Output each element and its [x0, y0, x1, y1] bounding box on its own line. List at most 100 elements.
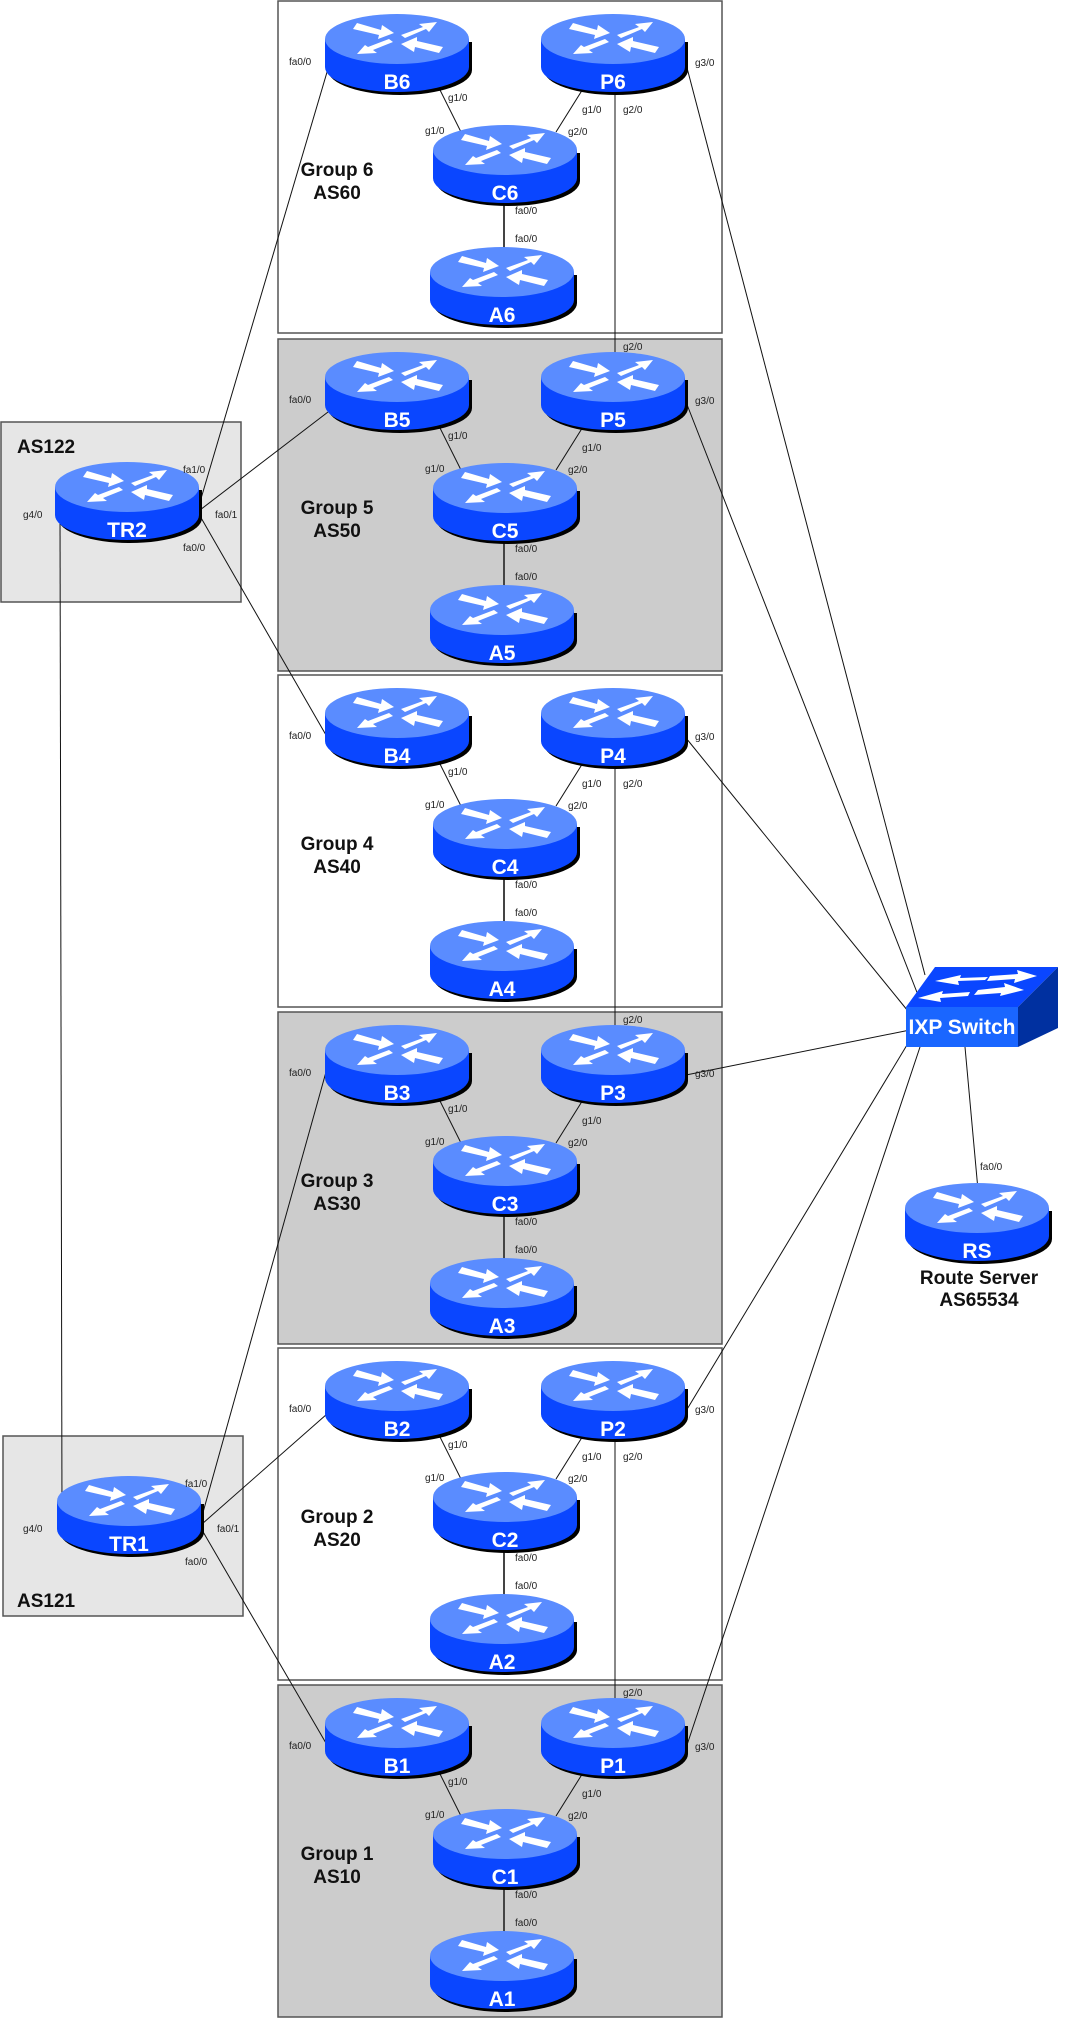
router-label: C2 [492, 1529, 519, 1552]
link-p-c [555, 1094, 587, 1144]
switch-label: IXP Switch [909, 1016, 1016, 1039]
interface-label: g2/0 [623, 1452, 643, 1463]
interface-label: g2/0 [568, 127, 588, 138]
router-label: B6 [384, 71, 411, 94]
router-arrows-icon [569, 360, 659, 392]
link-transit-b [201, 1071, 327, 1517]
router-label: TR2 [107, 519, 147, 542]
interface-label: g2/0 [623, 1688, 643, 1699]
router-top [325, 688, 469, 738]
group-title: Group 1 [301, 1844, 374, 1865]
router-top [905, 1183, 1049, 1233]
router-label: P3 [600, 1082, 626, 1105]
router-a[interactable]: A1 [430, 1931, 577, 2012]
router-c[interactable]: C2 [433, 1472, 580, 1553]
router-arrows-icon [933, 1191, 1023, 1223]
router-label: A3 [489, 1315, 516, 1338]
router-label: C6 [492, 182, 519, 205]
router-top [430, 1594, 574, 1644]
router-label: A2 [489, 1651, 516, 1674]
interface-label: fa0/0 [515, 572, 538, 583]
router-transit[interactable]: TR2 [55, 462, 202, 543]
router-p[interactable]: P4 [541, 688, 688, 769]
router-label: RS [962, 1240, 991, 1263]
router-top [55, 462, 199, 512]
group-as-number: AS30 [313, 1194, 361, 1215]
link-p-c [555, 1430, 587, 1480]
router-label: C4 [492, 856, 519, 879]
router-top [433, 799, 577, 849]
interface-label: g1/0 [582, 105, 602, 116]
router-c[interactable]: C3 [433, 1136, 580, 1217]
router-p[interactable]: P2 [541, 1361, 688, 1442]
router-a[interactable]: A6 [430, 247, 577, 328]
router-top [433, 463, 577, 513]
router-arrows-icon [461, 1480, 551, 1512]
router-label: B1 [384, 1755, 411, 1778]
switch-side [1018, 967, 1058, 1047]
links [59, 61, 979, 1936]
router-label: P2 [600, 1418, 626, 1441]
link-b-c [436, 1430, 462, 1480]
router-top [430, 1931, 574, 1981]
interface-label: fa0/0 [515, 1553, 538, 1564]
interface-label: g4/0 [23, 510, 43, 521]
interface-label: g1/0 [448, 93, 468, 104]
group-as-number: AS40 [313, 857, 361, 878]
interface-label: g3/0 [695, 1742, 715, 1753]
group-as-number: AS20 [313, 1530, 361, 1551]
ixp-switch[interactable]: IXP Switch [906, 967, 1058, 1047]
link-p-ixp [685, 1046, 921, 1749]
router-label: C3 [492, 1193, 519, 1216]
link-p-c [555, 757, 587, 807]
router-p[interactable]: P1 [541, 1698, 688, 1779]
route-server-as-number: AS65534 [939, 1290, 1019, 1311]
router-arrows-icon [353, 1706, 443, 1738]
group-as-number: AS10 [313, 1867, 361, 1888]
router-transit[interactable]: TR1 [57, 1476, 204, 1557]
interface-label: g1/0 [448, 767, 468, 778]
interface-label: fa0/0 [515, 1217, 538, 1228]
router-a[interactable]: A2 [430, 1594, 577, 1675]
group-as-number: AS50 [313, 521, 361, 542]
router-a[interactable]: A4 [430, 921, 577, 1002]
group-title: Group 3 [301, 1171, 374, 1192]
link-b-c [436, 1767, 462, 1817]
router-p[interactable]: P5 [541, 352, 688, 433]
router-b[interactable]: B2 [325, 1361, 472, 1442]
link-transit-b [201, 1529, 331, 1751]
router-route-server[interactable]: RS [905, 1183, 1052, 1264]
router-top [541, 1025, 685, 1075]
router-b[interactable]: B6 [325, 14, 472, 95]
interface-label: fa0/0 [185, 1557, 208, 1568]
router-b[interactable]: B4 [325, 688, 472, 769]
router-b[interactable]: B5 [325, 352, 472, 433]
interface-label: fa0/0 [289, 1068, 312, 1079]
router-p[interactable]: P6 [541, 14, 688, 95]
interface-label: g1/0 [448, 1440, 468, 1451]
router-c[interactable]: C4 [433, 799, 580, 880]
router-top [325, 14, 469, 64]
router-label: A4 [489, 978, 516, 1001]
interface-label: g2/0 [568, 1811, 588, 1822]
router-arrows-icon [353, 1369, 443, 1401]
interface-label: fa0/0 [515, 206, 538, 217]
router-a[interactable]: A3 [430, 1258, 577, 1339]
router-a[interactable]: A5 [430, 585, 577, 666]
router-b[interactable]: B3 [325, 1025, 472, 1106]
interface-label: fa0/0 [515, 908, 538, 919]
interface-label: g1/0 [582, 1789, 602, 1800]
labels: Group 6AS60fa0/0g1/0g1/0g1/0g2/0g3/0fa0/… [17, 57, 1039, 1929]
router-arrows-icon [569, 1369, 659, 1401]
router-arrows-icon [458, 1602, 548, 1634]
router-top [541, 1361, 685, 1411]
router-b[interactable]: B1 [325, 1698, 472, 1779]
switch-front [906, 1007, 1018, 1047]
router-p[interactable]: P3 [541, 1025, 688, 1106]
interface-label: g1/0 [425, 126, 445, 137]
router-c[interactable]: C6 [433, 125, 580, 206]
router-c[interactable]: C1 [433, 1809, 580, 1890]
router-arrows-icon [353, 696, 443, 728]
interface-label: fa0/0 [289, 731, 312, 742]
router-c[interactable]: C5 [433, 463, 580, 544]
